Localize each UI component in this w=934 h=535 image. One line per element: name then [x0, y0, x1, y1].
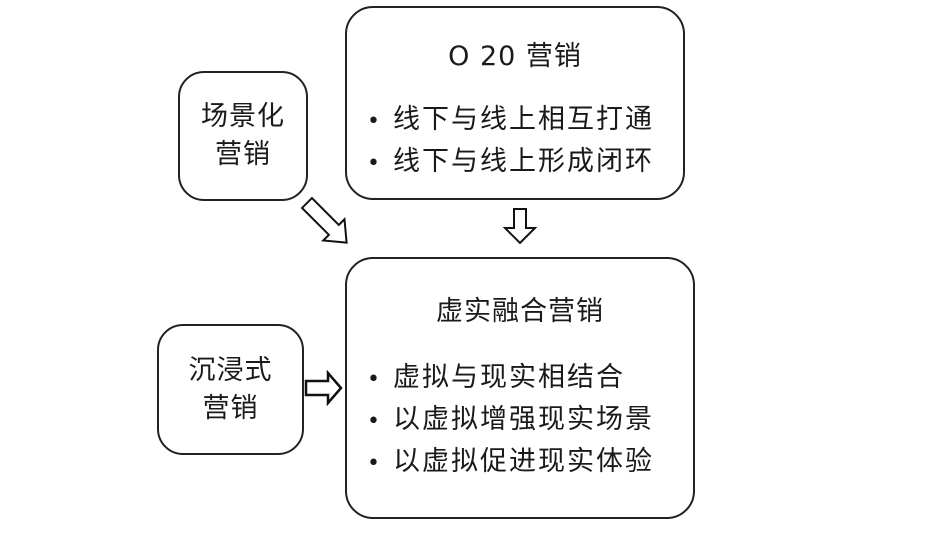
bullet-item: 虚拟与现实相结合 — [367, 358, 654, 400]
fusion-marketing-title: 虚实融合营销 — [436, 296, 604, 327]
right-arrow-icon — [304, 369, 343, 407]
bullet-item: 线下与线上相互打通 — [367, 100, 654, 142]
o2o-marketing-box: O 20 营销 线下与线上相互打通 线下与线上形成闭环 — [345, 6, 685, 200]
diagonal-arrow-icon — [300, 196, 348, 244]
scene-marketing-line-2: 营销 — [215, 139, 271, 170]
bullet-item: 以虚拟促进现实体验 — [367, 442, 654, 484]
scene-marketing-box: 场景化 营销 — [178, 71, 308, 201]
down-arrow-icon — [502, 208, 538, 245]
virtual-real-fusion-marketing-box: 虚实融合营销 虚拟与现实相结合 以虚拟增强现实场景 以虚拟促进现实体验 — [345, 257, 695, 519]
immersive-marketing-line-1: 沉浸式 — [188, 354, 273, 386]
scene-marketing-line-1: 场景化 — [201, 101, 285, 132]
fusion-marketing-bullets: 虚拟与现实相结合 以虚拟增强现实场景 以虚拟促进现实体验 — [367, 358, 654, 484]
bullet-item: 线下与线上形成闭环 — [367, 142, 654, 184]
o2o-marketing-bullets: 线下与线上相互打通 线下与线上形成闭环 — [367, 100, 654, 184]
immersive-marketing-box: 沉浸式 营销 — [157, 324, 304, 455]
immersive-marketing-line-2: 营销 — [202, 392, 259, 424]
bullet-item: 以虚拟增强现实场景 — [367, 400, 654, 442]
o2o-marketing-title: O 20 营销 — [448, 41, 582, 72]
